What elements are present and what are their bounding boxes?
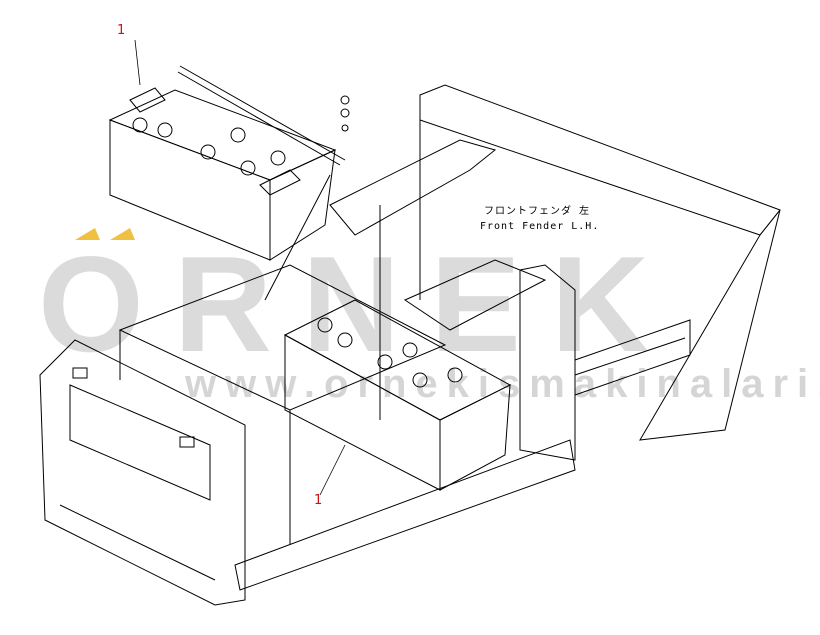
battery-lower — [283, 299, 512, 491]
watermark-logo: ÖRNEK — [38, 252, 680, 356]
watermark-accent — [75, 228, 100, 240]
fender-label-en: Front Fender L.H. — [480, 221, 600, 232]
watermark-url: www.ornekismakinalari.com.tr — [185, 362, 820, 406]
battery-upper — [108, 65, 350, 301]
front-fender-lh — [329, 84, 781, 461]
leader-line — [134, 39, 141, 86]
battery-box-frame — [39, 264, 576, 606]
leader-line — [319, 444, 346, 496]
callout-1-upper-battery: 1 — [117, 23, 126, 38]
callout-1-lower-battery: 1 — [314, 493, 323, 508]
fender-label-jp: フロントフェンダ 左 — [484, 206, 591, 217]
